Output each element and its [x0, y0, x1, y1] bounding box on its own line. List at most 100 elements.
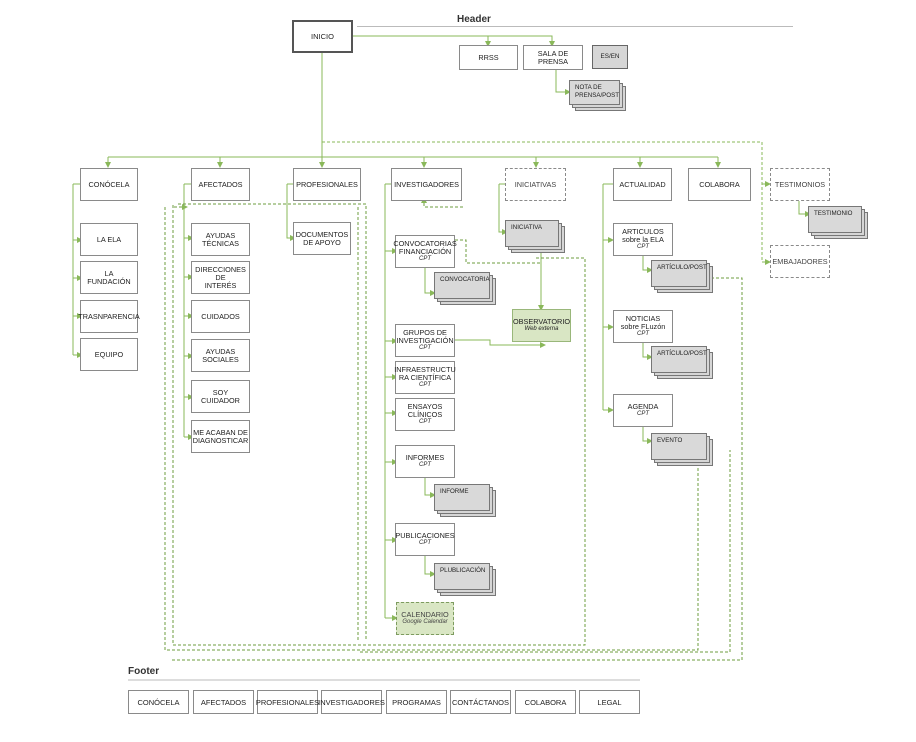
- informes-label: INFORMES: [405, 453, 445, 462]
- nav-investigadores-label: INVESTIGADORES: [394, 179, 459, 189]
- nav-afectados: AFECTADOS: [191, 168, 250, 201]
- conocela-item-la-fundacion: LA FUNDACIÓN: [80, 261, 138, 294]
- ensayos-label: ENSAYOS CLÍNICOS: [407, 402, 443, 419]
- nav-embajadores-label: EMBAJADORES: [772, 256, 828, 266]
- articulo-post-stack-1: ARTÍCULO/POST: [651, 260, 713, 293]
- grupos-tag: CPT: [419, 345, 431, 351]
- conocela-item-label: LA ELA: [96, 234, 122, 244]
- convocatorias-label: CONVOCATORIAS FINANCIACIÓN: [393, 239, 457, 256]
- nav-colabora-label: COLABORA: [699, 179, 740, 189]
- language-toggle-label: ES/EN: [600, 53, 620, 60]
- sala-prensa-label: SALA DE PRENSA: [537, 48, 569, 66]
- plublicacion-stack: PLUBLICACIÓN: [434, 563, 496, 596]
- grupos-label: GRUPOS DE INVESTIGACIÓN: [396, 328, 454, 345]
- rrss-label: RRSS: [478, 52, 499, 62]
- convocatoria-stack: CONVOCATORIA: [434, 272, 496, 305]
- plublicacion-label: PLUBLICACIÓN: [434, 563, 490, 590]
- testimonio-label: TESTIMONIO: [808, 206, 862, 233]
- footer-item-investigadores: INVESTIGADORES: [318, 690, 385, 714]
- calendario-sub: Google Calendar: [402, 619, 448, 625]
- nav-conocela: CONÓCELA: [80, 168, 138, 201]
- footer-section-label: Footer: [128, 666, 160, 677]
- observatorio-sub: Web externa: [524, 326, 559, 332]
- footer-item-label: CONTÁCTANOS: [452, 697, 509, 707]
- afectados-item-ayudas-tecnicas: AYUDAS TÉCNICAS: [191, 223, 250, 256]
- afectados-item-diagnosticar: ME ACABAN DE DIAGNOSTICAR: [191, 420, 250, 453]
- nav-investigadores: INVESTIGADORES: [391, 168, 462, 201]
- nav-embajadores: EMBAJADORES: [770, 245, 830, 278]
- nav-profesionales: PROFESIONALES: [293, 168, 361, 201]
- observatorio-node: OBSERVATORIO Web externa: [512, 309, 571, 342]
- conocela-item-label: EQUIPO: [94, 349, 124, 359]
- actualidad-articulos: ARTICULOS sobre la ELA CPT: [613, 223, 673, 256]
- afectados-item-direcciones: DIRECCIONES DE INTERÉS: [191, 261, 250, 294]
- articulo-post-label: ARTÍCULO/POST: [651, 346, 707, 373]
- articulos-tag: CPT: [637, 244, 649, 250]
- nav-iniciativas-label: INICIATIVAS: [514, 179, 557, 189]
- inicio-label: INICIO: [311, 31, 334, 41]
- infra-tag: CPT: [419, 382, 431, 388]
- investigadores-infraestructura: INFRAESTRUCTU RA CIENTÍFICA CPT: [394, 361, 456, 394]
- footer-item-label: CONÓCELA: [137, 697, 180, 707]
- inicio-node: INICIO: [292, 20, 353, 53]
- nav-conocela-label: CONÓCELA: [88, 179, 130, 189]
- afectados-item-label: AYUDAS SOCIALES: [202, 346, 239, 364]
- footer-item-label: PROFESIONALES: [255, 697, 320, 707]
- footer-item-label: LEGAL: [597, 697, 622, 707]
- convocatorias-tag: CPT: [419, 256, 431, 262]
- infra-label: INFRAESTRUCTU RA CIENTÍFICA: [394, 365, 456, 382]
- footer-item-label: AFECTADOS: [200, 697, 247, 707]
- footer-item-label: COLABORA: [524, 697, 567, 707]
- header-rule: [357, 26, 793, 27]
- sala-prensa-node: SALA DE PRENSA: [523, 45, 583, 70]
- noticias-tag: CPT: [637, 331, 649, 337]
- nav-iniciativas: INICIATIVAS: [505, 168, 566, 201]
- iniciativa-stack: INICIATIVA: [505, 220, 565, 253]
- afectados-item-label: CUIDADOS: [201, 311, 240, 321]
- afectados-item-label: AYUDAS TÉCNICAS: [202, 230, 239, 248]
- conocela-item-la-ela: LA ELA: [80, 223, 138, 256]
- profesionales-item-documentos: DOCUMENTOS DE APOYO: [293, 222, 351, 255]
- nav-colabora: COLABORA: [688, 168, 751, 201]
- nav-actualidad: ACTUALIDAD: [613, 168, 672, 201]
- publicaciones-tag: CPT: [419, 540, 431, 546]
- informe-stack: INFORME: [434, 484, 496, 517]
- observatorio-label: OBSERVATORIO: [512, 317, 571, 326]
- afectados-item-label: ME ACABAN DE DIAGNOSTICAR: [192, 427, 249, 445]
- informe-label: INFORME: [434, 484, 490, 511]
- investigadores-grupos: GRUPOS DE INVESTIGACIÓN CPT: [395, 324, 455, 357]
- footer-item-contactanos: CONTÁCTANOS: [450, 690, 511, 714]
- nav-afectados-label: AFECTADOS: [198, 179, 243, 189]
- footer-item-legal: LEGAL: [579, 690, 640, 714]
- profesionales-item-label: DOCUMENTOS DE APOYO: [295, 229, 349, 247]
- iniciativa-label: INICIATIVA: [505, 220, 559, 247]
- conocela-item-equipo: EQUIPO: [80, 338, 138, 371]
- investigadores-ensayos: ENSAYOS CLÍNICOS CPT: [395, 398, 455, 431]
- footer-item-colabora: COLABORA: [515, 690, 576, 714]
- footer-item-label: PROGRAMAS: [392, 697, 441, 707]
- language-toggle-node: ES/EN: [592, 45, 628, 69]
- footer-item-programas: PROGRAMAS: [386, 690, 447, 714]
- publicaciones-label: PUBLICACIONES: [395, 531, 455, 540]
- nav-actualidad-label: ACTUALIDAD: [619, 179, 666, 189]
- afectados-item-soy-cuidador: SOY CUIDADOR: [191, 380, 250, 413]
- afectados-item-ayudas-sociales: AYUDAS SOCIALES: [191, 339, 250, 372]
- informes-tag: CPT: [419, 462, 431, 468]
- investigadores-calendario: CALENDARIO Google Calendar: [396, 602, 454, 635]
- articulos-label: ARTICULOS sobre la ELA: [622, 227, 664, 244]
- evento-label: EVENTO: [651, 433, 707, 460]
- agenda-tag: CPT: [637, 411, 649, 417]
- actualidad-agenda: AGENDA CPT: [613, 394, 673, 427]
- noticias-label: NOTICIAS sobre FLuzón: [620, 314, 666, 331]
- header-section-label: Header: [457, 14, 491, 25]
- nav-testimonios: TESTIMONIOS: [770, 168, 830, 201]
- afectados-item-label: DIRECCIONES DE INTERÉS: [195, 264, 246, 290]
- calendario-label: CALENDARIO: [401, 610, 449, 619]
- ensayos-tag: CPT: [419, 419, 431, 425]
- conocela-item-trasnparencia: TRASNPARENCIA: [78, 300, 140, 333]
- testimonio-stack: TESTIMONIO: [808, 206, 868, 239]
- investigadores-convocatorias: CONVOCATORIAS FINANCIACIÓN CPT: [393, 235, 457, 268]
- nav-testimonios-label: TESTIMONIOS: [774, 179, 826, 189]
- afectados-item-cuidados: CUIDADOS: [191, 300, 250, 333]
